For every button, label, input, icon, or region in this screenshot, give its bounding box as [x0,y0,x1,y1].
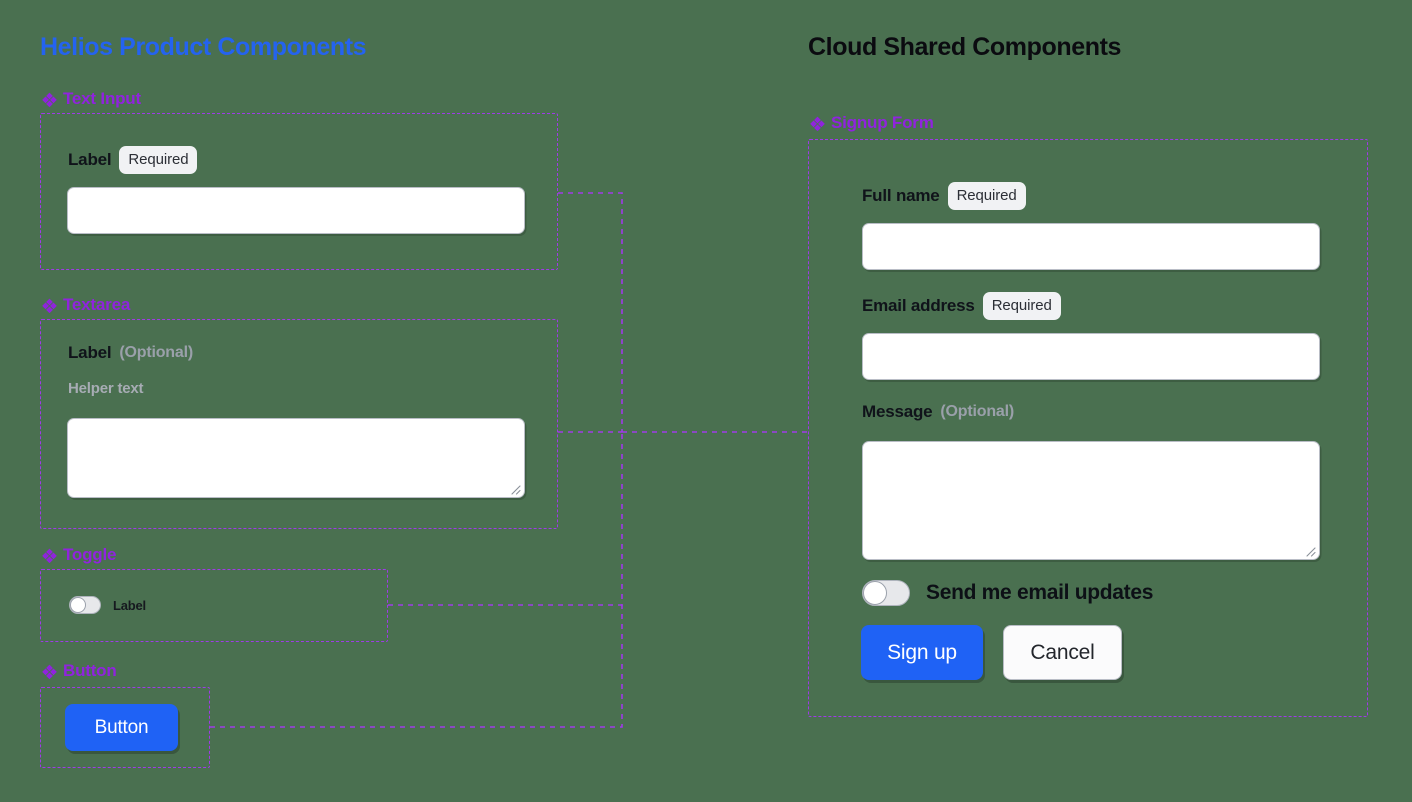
resize-grip-icon[interactable] [508,482,521,495]
text-input-label-row: Label Required [68,146,198,174]
field-label: Label [68,343,112,362]
optional-tag: (Optional) [940,403,1014,420]
group-label-textarea: Textarea [42,295,130,315]
toggle-row: Label [69,596,146,614]
component-diamond-icon [810,116,825,131]
text-input-field[interactable] [67,187,525,234]
optional-tag: (Optional) [119,344,193,361]
email-updates-toggle[interactable] [862,580,910,606]
full-name-field[interactable] [862,223,1320,270]
textarea-label-row: Label (Optional) [68,343,193,363]
textarea-field[interactable] [67,418,525,498]
right-column-title: Cloud Shared Components [808,33,1122,61]
required-badge: Required [982,292,1061,320]
field-label: Message [862,402,933,421]
toggle-knob [863,581,887,605]
textarea-helper-text: Helper text [68,380,144,397]
frame-button [40,687,210,768]
email-updates-toggle-row: Send me email updates [862,580,1153,606]
toggle-knob [70,597,86,613]
frame-text-input [40,113,558,270]
toggle-switch[interactable] [69,596,101,614]
message-field[interactable] [862,441,1320,560]
email-field[interactable] [862,333,1320,380]
component-diamond-icon [42,298,57,313]
email-updates-label: Send me email updates [926,581,1154,604]
group-label-text-input: Text Input [42,89,141,109]
group-label-text: Textarea [63,295,131,314]
group-label-text: Toggle [63,545,117,564]
left-column-title: Helios Product Components [40,33,367,61]
toggle-label: Label [113,597,146,613]
full-name-label-row: Full name Required [862,182,1026,210]
message-label-row: Message (Optional) [862,402,1014,422]
component-diamond-icon [42,664,57,679]
group-label-text: Button [63,661,117,680]
connector-text-input [558,192,623,432]
frame-signup-form [808,139,1368,717]
resize-grip-icon[interactable] [1303,544,1316,557]
message-wrapper [862,441,1320,560]
demo-button[interactable]: Button [65,704,178,751]
component-diamond-icon [42,92,57,107]
field-label: Email address [862,296,975,315]
group-label-button: Button [42,661,117,681]
component-diamond-icon [42,548,57,563]
frame-textarea [40,319,558,529]
field-label: Full name [862,186,940,205]
required-badge: Required [947,182,1026,210]
group-label-signup-form: Signup Form [810,113,934,133]
group-label-text: Signup Form [831,113,934,132]
field-label: Label [68,150,112,169]
group-label-text: Text Input [63,89,141,108]
email-label-row: Email address Required [862,292,1061,320]
required-badge: Required [119,146,198,174]
textarea-wrapper [67,418,525,498]
cancel-button[interactable]: Cancel [1003,625,1122,680]
signup-button[interactable]: Sign up [861,625,983,680]
group-label-toggle: Toggle [42,545,116,565]
